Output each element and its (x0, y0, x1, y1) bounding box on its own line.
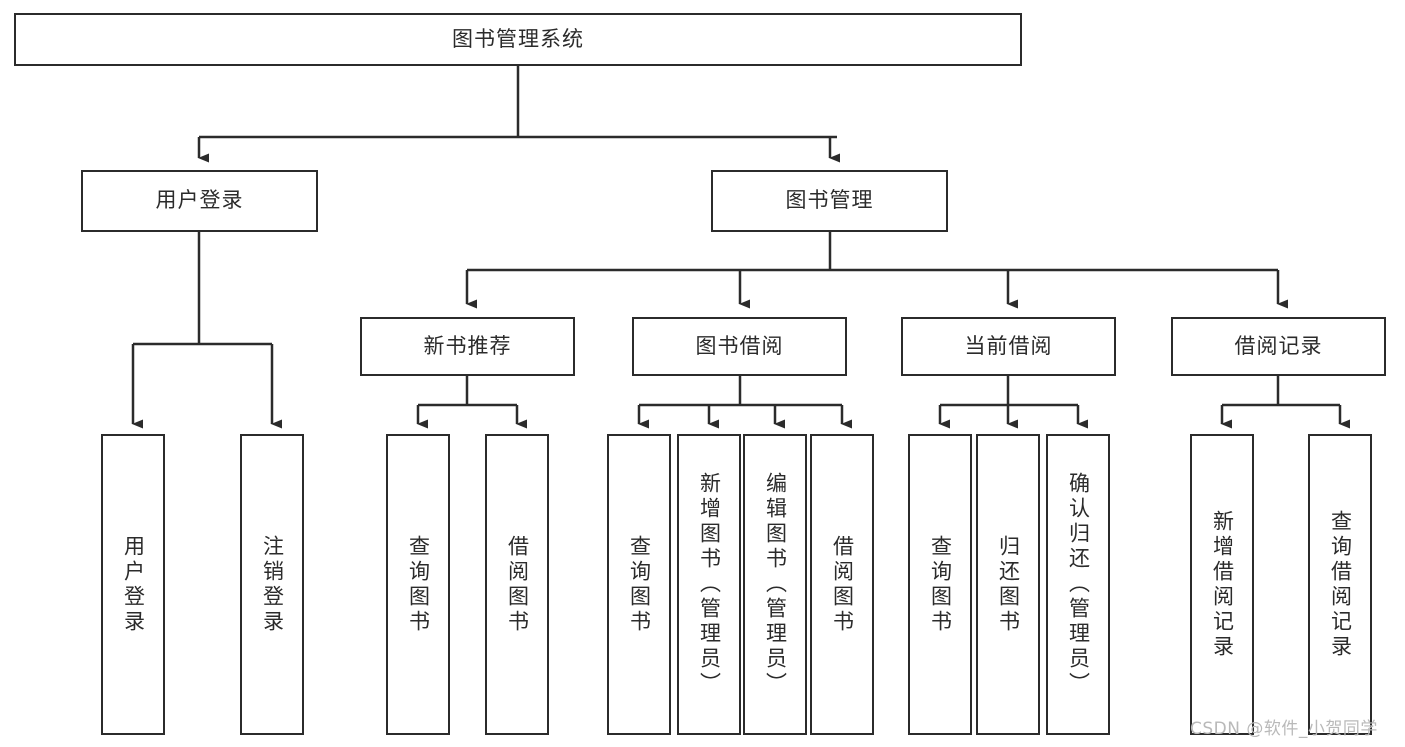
leaf-borrow-book-new[interactable]: 借阅图书 (485, 434, 549, 735)
node-borrow-record[interactable]: 借阅记录 (1171, 317, 1386, 376)
node-book-borrow[interactable]: 图书借阅 (632, 317, 847, 376)
leaf-query-borrow-record[interactable]: 查询借阅记录 (1308, 434, 1372, 735)
node-borrow-record-label: 借阅记录 (1234, 333, 1323, 358)
leaf-add-borrow-record[interactable]: 新增借阅记录 (1190, 434, 1254, 735)
leaf-add-book-admin-label: 新增图书（管理员） (697, 472, 722, 697)
node-book-management-label: 图书管理 (785, 188, 874, 213)
leaf-query-book-current-label: 查询图书 (928, 534, 953, 635)
leaf-query-book-borrow[interactable]: 查询图书 (607, 434, 671, 735)
node-user-login[interactable]: 用户登录 (81, 170, 318, 232)
node-root[interactable]: 图书管理系统 (14, 13, 1022, 66)
node-root-label: 图书管理系统 (452, 26, 584, 51)
leaf-borrow-book-new-label: 借阅图书 (505, 534, 530, 635)
node-new-book-recommend[interactable]: 新书推荐 (360, 317, 575, 376)
leaf-confirm-return-admin[interactable]: 确认归还（管理员） (1046, 434, 1110, 735)
leaf-user-login[interactable]: 用户登录 (101, 434, 165, 735)
leaf-logout[interactable]: 注销登录 (240, 434, 304, 735)
leaf-query-book-new-label: 查询图书 (406, 534, 431, 635)
leaf-borrow-book-label: 借阅图书 (830, 534, 855, 635)
node-book-management[interactable]: 图书管理 (711, 170, 948, 232)
leaf-confirm-return-admin-label: 确认归还（管理员） (1066, 472, 1091, 697)
leaf-query-book-new[interactable]: 查询图书 (386, 434, 450, 735)
leaf-borrow-book[interactable]: 借阅图书 (810, 434, 874, 735)
leaf-logout-label: 注销登录 (260, 534, 285, 635)
leaf-return-book-label: 归还图书 (996, 534, 1021, 635)
node-current-borrow[interactable]: 当前借阅 (901, 317, 1116, 376)
leaf-query-book-borrow-label: 查询图书 (627, 534, 652, 635)
leaf-add-book-admin[interactable]: 新增图书（管理员） (677, 434, 741, 735)
leaf-query-book-current[interactable]: 查询图书 (908, 434, 972, 735)
node-book-borrow-label: 图书借阅 (695, 333, 784, 358)
node-current-borrow-label: 当前借阅 (964, 333, 1053, 358)
leaf-edit-book-admin-label: 编辑图书（管理员） (763, 472, 788, 697)
node-user-login-label: 用户登录 (155, 188, 244, 213)
leaf-user-login-label: 用户登录 (121, 534, 146, 635)
leaf-edit-book-admin[interactable]: 编辑图书（管理员） (743, 434, 807, 735)
leaf-return-book[interactable]: 归还图书 (976, 434, 1040, 735)
leaf-add-borrow-record-label: 新增借阅记录 (1210, 509, 1235, 660)
leaf-query-borrow-record-label: 查询借阅记录 (1328, 509, 1353, 660)
node-new-book-recommend-label: 新书推荐 (423, 333, 512, 358)
